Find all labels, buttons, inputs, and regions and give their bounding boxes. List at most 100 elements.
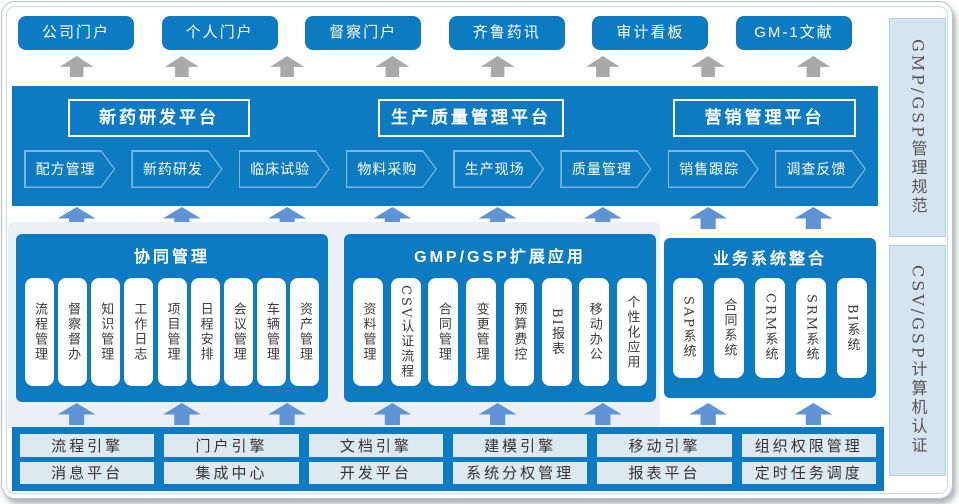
up-arrow-icon: [689, 207, 728, 229]
side-label-text: CSV/GSP计算机认证: [908, 265, 928, 456]
side-label-text: GMP/GSP管理规范: [908, 39, 928, 216]
module-pill: 项目管理: [157, 278, 187, 386]
module-pill: 督察督办: [58, 278, 88, 386]
process-step-label: 生产现场: [464, 161, 525, 177]
portal-box: 齐鲁药讯: [448, 16, 565, 50]
up-arrow-icon: [689, 403, 728, 425]
panel-collaboration: 协同管理 流程管理 督察督办 知识管理 工作日志: [16, 234, 328, 402]
module-pill: 变更管理: [466, 278, 497, 386]
module-pill: 预算费控: [503, 278, 534, 386]
side-label-csv-gsp: CSV/GSP计算机认证: [889, 245, 946, 476]
arrow-row-bottom: [24, 403, 866, 425]
up-arrow-icon: [691, 56, 726, 77]
process-step-inner: 物料采购: [347, 152, 435, 187]
module-pill-label: 督察督办: [65, 302, 81, 362]
pill-row: SAP系统 合同系统 CRM系统 SRM系统 BI系统: [664, 278, 876, 378]
panel-gmp-gsp-extension: GMP/GSP扩展应用 资料管理 CSV认证流程 合同管理 变更管理: [344, 234, 656, 402]
up-arrow-icon: [270, 56, 305, 77]
foundation-cell: 系统分权管理: [452, 461, 588, 484]
up-arrow-icon: [583, 403, 622, 425]
process-step-inner: 配方管理: [26, 152, 114, 187]
module-pill: BI报表: [541, 278, 572, 386]
process-step-inner: 临床试验: [240, 152, 328, 187]
portal-box: GM-1文献: [735, 16, 852, 50]
foundation-cell: 建模引擎: [452, 434, 588, 457]
process-step-label: 调查反馈: [786, 161, 847, 177]
module-pill: 合同系统: [714, 278, 744, 378]
foundation-cell: 消息平台: [20, 461, 155, 484]
panel-business-integration: 业务系统整合 SAP系统 合同系统 CRM系统 SRM系统: [664, 238, 876, 398]
panel-title: 业务系统整合: [712, 251, 827, 268]
process-step-inner: 质量管理: [562, 152, 650, 187]
module-pill: 工作日志: [124, 278, 154, 386]
process-step-label: 新药研发: [142, 161, 203, 177]
up-arrow-icon: [268, 403, 307, 425]
up-arrow-icon: [585, 56, 620, 77]
process-step-label: 配方管理: [35, 161, 96, 177]
platform-band: 新药研发平台 生产质量管理平台 营销管理平台 配方管理 新药研发: [12, 86, 878, 206]
portal-box: 审计看板: [592, 16, 709, 50]
foundation-grid: 流程引擎 门户引擎 文档引擎 建模引擎 移动引擎 组织权限管理 消息平台 集成中…: [12, 427, 884, 491]
up-arrow-icon: [796, 56, 831, 77]
portal-box: 督察门户: [305, 16, 422, 50]
module-pill-label: 工作日志: [131, 302, 147, 362]
side-label-gmp-gsp: GMP/GSP管理规范: [889, 18, 946, 237]
process-step-label: 质量管理: [571, 161, 632, 177]
module-pill-label: 流程管理: [32, 302, 47, 362]
process-step-inner: 生产现场: [455, 152, 543, 187]
up-arrow-icon: [59, 56, 94, 77]
module-pill-label: 合同系统: [721, 298, 737, 358]
up-arrow-icon: [164, 56, 199, 77]
module-pill-label: BI报表: [549, 307, 565, 357]
module-pill-label: 合同管理: [435, 302, 451, 362]
portal-box: 个人门户: [161, 16, 278, 50]
foundation-row-2: 消息平台 集成中心 开发平台 系统分权管理 报表平台 定时任务调度: [20, 461, 876, 484]
module-pill: 流程管理: [25, 278, 54, 386]
module-pill: BI系统: [837, 278, 867, 378]
module-pill: CRM系统: [755, 278, 785, 378]
foundation-cell: 定时任务调度: [741, 461, 876, 484]
foundation-cell: 组织权限管理: [741, 434, 876, 457]
foundation-cell: 开发平台: [308, 461, 443, 484]
process-step-chevron: 临床试验: [239, 150, 330, 188]
panel-title: GMP/GSP扩展应用: [414, 249, 586, 266]
module-pill: 车辆管理: [256, 278, 286, 386]
foundation-row-1: 流程引擎 门户引擎 文档引擎 建模引擎 移动引擎 组织权限管理: [20, 434, 876, 457]
module-pill-label: 知识管理: [98, 302, 114, 362]
up-arrow-icon: [478, 403, 517, 425]
up-arrow-icon: [162, 403, 201, 425]
module-pill-label: BI系统: [844, 303, 860, 353]
module-pill-label: 车辆管理: [263, 302, 279, 362]
platform-title-quality: 生产质量管理平台: [378, 99, 564, 137]
module-pill-label: CRM系统: [762, 293, 778, 363]
process-step-row: 配方管理 新药研发 临床试验 物料采购: [24, 150, 866, 188]
up-arrow-icon: [794, 207, 833, 229]
module-pill-label: 移动办公: [586, 302, 602, 362]
module-pill: 资料管理: [353, 278, 383, 386]
module-pill-label: 会议管理: [230, 302, 246, 362]
module-pill: 日程安排: [190, 278, 220, 386]
process-step-chevron: 销售跟踪: [668, 150, 759, 188]
foundation-cell: 门户引擎: [164, 434, 299, 457]
foundation-cell: 文档引擎: [308, 434, 443, 457]
module-pill-label: SRM系统: [803, 293, 819, 362]
module-pill-label: 项目管理: [164, 302, 180, 362]
module-pill: SAP系统: [673, 278, 703, 378]
platform-title-rd: 新药研发平台: [68, 99, 250, 137]
module-pill-label: 日程安排: [197, 302, 213, 362]
module-pill-label: 资产管理: [297, 302, 312, 362]
module-pill-label: 个性化应用: [624, 294, 640, 370]
module-pill-label: 预算费控: [511, 302, 527, 362]
process-step-chevron: 生产现场: [453, 150, 544, 188]
up-arrow-icon: [794, 403, 833, 425]
foundation-cell: 报表平台: [597, 461, 732, 484]
pill-row: 资料管理 CSV认证流程 合同管理 变更管理 预算费控: [344, 278, 656, 386]
process-step-inner: 销售跟踪: [669, 152, 757, 187]
module-pill: 合同管理: [428, 278, 459, 386]
module-pill: 资产管理: [290, 278, 319, 386]
process-step-label: 临床试验: [250, 161, 311, 177]
module-pill-label: CSV认证流程: [398, 284, 414, 380]
module-pill: 个性化应用: [616, 278, 647, 386]
process-step-chevron: 质量管理: [560, 150, 651, 188]
